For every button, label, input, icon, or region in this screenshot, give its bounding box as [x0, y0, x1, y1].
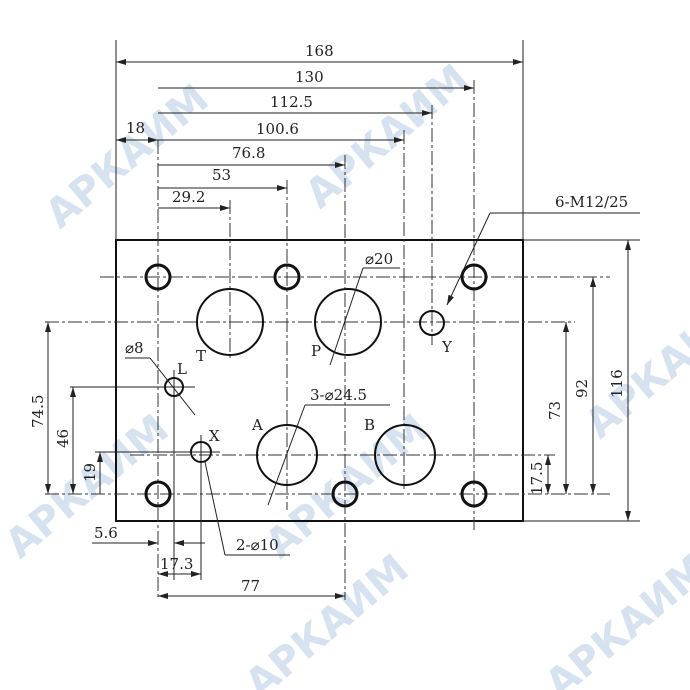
- dimension-label: 116: [608, 369, 626, 398]
- dimension-label: 18: [126, 119, 145, 137]
- center-lines: [45, 40, 640, 600]
- port-t: [196, 288, 264, 356]
- watermark-text: АРКАИМ: [297, 56, 478, 218]
- dimension-label: 77: [241, 577, 260, 595]
- drawing-line: [446, 212, 491, 306]
- port-b: [374, 424, 436, 486]
- dimension-label: 29.2: [172, 188, 205, 206]
- left-dimensions: 74.5 46 19: [29, 322, 103, 494]
- top-dimensions: 168 130 112.5 100.6 76.8 53 29.2 18: [116, 42, 523, 211]
- port-x: [190, 441, 212, 463]
- dimension-label: 6-M12/25: [555, 193, 628, 211]
- dimension-label: 74.5: [29, 395, 47, 428]
- port-l: [164, 377, 184, 397]
- dimension-label: X: [209, 427, 220, 445]
- bolt-hole: [144, 480, 172, 508]
- dimension-label: 19: [81, 463, 99, 482]
- port-p: [314, 288, 382, 356]
- holes: [144, 263, 488, 508]
- bolt-hole: [144, 263, 172, 291]
- plate-outline: [115, 239, 524, 522]
- watermark-text: АРКАИМ: [257, 406, 438, 568]
- right-dimensions: 116 92 73 17.5: [528, 240, 631, 521]
- dimension-label: T: [196, 347, 206, 365]
- dimension-label: L: [177, 360, 187, 378]
- dimension-label: ⌀8: [125, 339, 144, 357]
- dimension-label: 3-⌀24.5: [310, 386, 367, 404]
- dimension-label: 53: [212, 166, 231, 184]
- bolt-hole: [273, 263, 301, 291]
- bolt-hole: [460, 263, 488, 291]
- dimension-label: 46: [54, 429, 72, 448]
- drawing-line: [204, 461, 226, 556]
- drawing-line: [149, 357, 196, 416]
- drawing-line: [267, 404, 306, 506]
- dimension-label: B: [364, 416, 375, 434]
- dimension-label: ⌀20: [365, 250, 393, 268]
- dimension-label: 76.8: [232, 144, 265, 162]
- port-a: [256, 424, 318, 486]
- bottom-dimensions: 5.6 17.3 77: [92, 524, 345, 599]
- dimension-label: 112.5: [270, 93, 313, 111]
- watermark-text: АРКАИМ: [37, 76, 218, 238]
- dimension-label: 100.6: [256, 120, 299, 138]
- dimension-label: 2-⌀10: [236, 536, 279, 554]
- dimension-label: 130: [295, 68, 324, 86]
- dimension-label: 5.6: [94, 524, 118, 542]
- callouts: 6-M12/25 ⌀20 3-⌀24.5 ⌀8 2-⌀10: [125, 193, 640, 556]
- bolt-hole: [331, 480, 359, 508]
- watermark-text: АРКАИМ: [577, 286, 690, 448]
- watermark-text: АРКАИМ: [537, 546, 690, 690]
- port-y: [419, 310, 445, 336]
- port-labels: T P Y L X A B: [177, 338, 453, 445]
- bolt-hole: [460, 480, 488, 508]
- dimension-label: 73: [546, 401, 564, 420]
- dimension-label: 17.3: [160, 555, 193, 573]
- drawing-line: [329, 267, 364, 366]
- dimension-label: 92: [573, 379, 591, 398]
- dimension-label: Y: [441, 338, 453, 356]
- dimension-label: P: [311, 342, 321, 360]
- watermark-text: АРКАИМ: [237, 546, 418, 690]
- dimension-label: 168: [305, 42, 334, 60]
- dimension-label: A: [251, 416, 263, 434]
- dimension-label: 17.5: [528, 462, 546, 495]
